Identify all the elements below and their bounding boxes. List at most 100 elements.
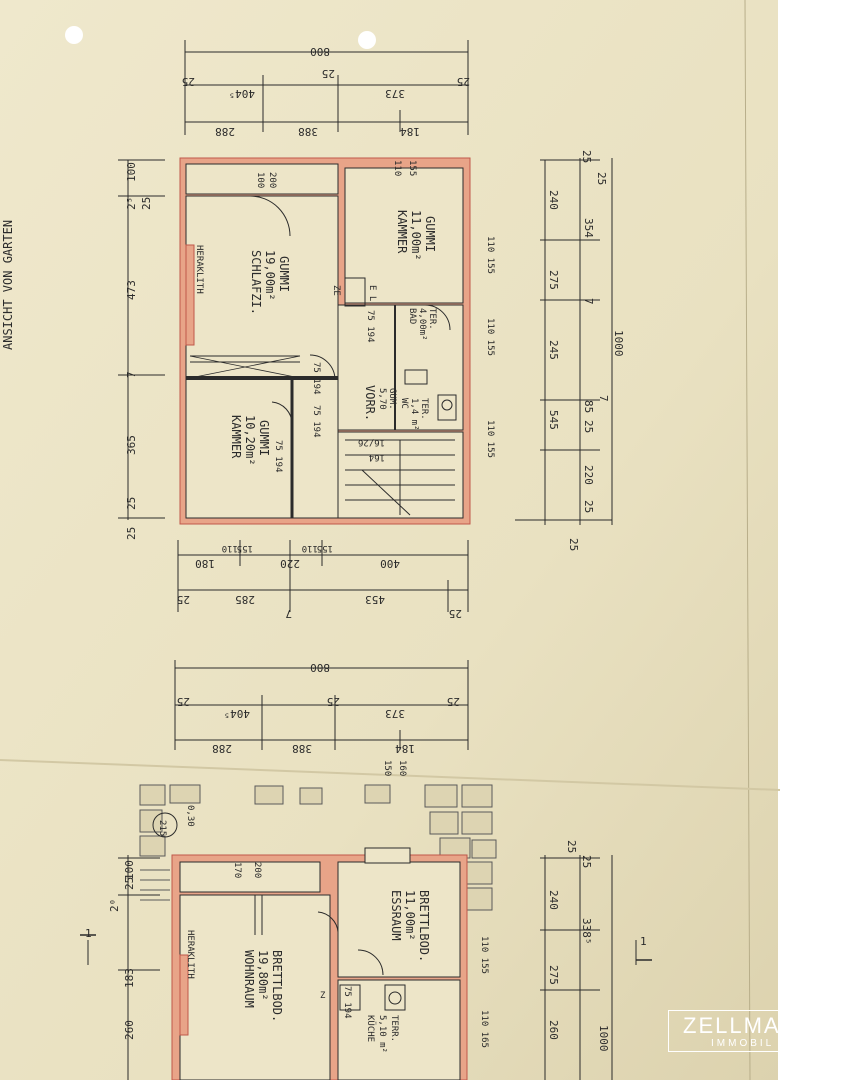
svg-text:110 165: 110 165 bbox=[479, 1010, 489, 1048]
svg-text:155: 155 bbox=[407, 160, 417, 176]
sheet-fold-line bbox=[744, 0, 751, 1081]
svg-text:260: 260 bbox=[123, 1020, 136, 1040]
svg-text:19,00m²: 19,00m² bbox=[263, 250, 277, 301]
svg-text:240: 240 bbox=[547, 190, 560, 210]
svg-text:1000: 1000 bbox=[597, 1025, 610, 1052]
svg-text:0,30: 0,30 bbox=[185, 805, 195, 827]
lower-total-width: 800 bbox=[310, 661, 330, 674]
svg-text:25: 25 bbox=[447, 695, 460, 708]
svg-text:GUM.: GUM. bbox=[387, 388, 397, 410]
svg-text:25: 25 bbox=[177, 695, 190, 708]
svg-text:25: 25 bbox=[125, 527, 138, 540]
room-kammer-upper-left: KAMMER 10,20m² GUMMI bbox=[229, 415, 271, 466]
room-essraum: ESSRAUM 11,00m² BRETTLBOD. bbox=[389, 890, 431, 962]
svg-text:25: 25 bbox=[457, 75, 470, 88]
svg-text:75 194: 75 194 bbox=[311, 362, 321, 395]
svg-text:200: 200 bbox=[267, 172, 277, 188]
svg-text:110: 110 bbox=[392, 160, 402, 176]
room-kueche: KÜCHE 5,10 m² TERR. bbox=[365, 1015, 399, 1053]
svg-text:388: 388 bbox=[292, 742, 312, 755]
lower-plan-dimensions: 800 25 404⁵ 25 373 25 288 388 184 150 16… bbox=[85, 661, 647, 1052]
svg-text:10,20m²: 10,20m² bbox=[243, 415, 257, 466]
svg-text:25: 25 bbox=[580, 150, 593, 163]
room-bad: BAD 4,00m² TER. bbox=[407, 308, 437, 341]
svg-text:275: 275 bbox=[547, 965, 560, 985]
svg-text:85: 85 bbox=[582, 400, 595, 413]
svg-text:25: 25 bbox=[177, 593, 190, 606]
svg-text:25: 25 bbox=[582, 500, 595, 513]
svg-text:150: 150 bbox=[382, 760, 392, 776]
svg-text:1,4 m²: 1,4 m² bbox=[409, 398, 419, 431]
svg-text:11,00m²: 11,00m² bbox=[403, 890, 417, 941]
paper-crease bbox=[0, 759, 781, 791]
svg-text:373: 373 bbox=[385, 707, 405, 720]
svg-text:110: 110 bbox=[222, 543, 238, 553]
svg-text:2⁰: 2⁰ bbox=[108, 899, 121, 912]
svg-text:75 194: 75 194 bbox=[273, 440, 283, 473]
upper-floor-plan bbox=[118, 40, 613, 612]
svg-text:75 194: 75 194 bbox=[342, 986, 352, 1019]
svg-text:160: 160 bbox=[397, 760, 407, 776]
svg-text:184: 184 bbox=[400, 125, 420, 138]
svg-text:GUMMI: GUMMI bbox=[423, 216, 437, 252]
svg-text:215: 215 bbox=[157, 820, 167, 836]
svg-text:338⁵: 338⁵ bbox=[580, 918, 593, 945]
svg-text:E L: E L bbox=[367, 285, 377, 301]
svg-text:WOHNRAUM: WOHNRAUM bbox=[242, 950, 256, 1008]
svg-text:KAMMER: KAMMER bbox=[229, 415, 243, 459]
stone-terrace bbox=[139, 784, 497, 911]
svg-text:WC: WC bbox=[399, 398, 409, 409]
svg-text:KÜCHE: KÜCHE bbox=[365, 1015, 376, 1042]
svg-text:4,00m²: 4,00m² bbox=[417, 308, 427, 341]
svg-text:25: 25 bbox=[327, 695, 340, 708]
page-margin bbox=[778, 0, 864, 1080]
svg-text:400: 400 bbox=[380, 557, 400, 570]
svg-text:5,70: 5,70 bbox=[377, 388, 387, 410]
svg-text:ESSRAUM: ESSRAUM bbox=[389, 890, 403, 941]
svg-text:373: 373 bbox=[385, 87, 405, 100]
company-watermark: ZELLMA IMMOBIL bbox=[668, 1010, 864, 1052]
upper-plan-dimensions: 800 25 404⁵ 25 373 25 288 388 184 110 15… bbox=[125, 45, 625, 620]
svg-text:1000: 1000 bbox=[612, 330, 625, 357]
watermark-line-1: ZELLMA bbox=[683, 1013, 781, 1038]
svg-text:GUMMI: GUMMI bbox=[277, 256, 291, 292]
svg-text:180: 180 bbox=[195, 557, 215, 570]
svg-text:110 155: 110 155 bbox=[479, 936, 489, 974]
svg-text:75 194: 75 194 bbox=[311, 405, 321, 438]
svg-text:453: 453 bbox=[365, 593, 385, 606]
room-vorraum: VORR. 5,70 GUM. bbox=[363, 385, 397, 421]
svg-text:1: 1 bbox=[640, 935, 647, 948]
svg-text:110 155: 110 155 bbox=[485, 318, 495, 356]
svg-text:TERR.: TERR. bbox=[389, 1015, 399, 1042]
svg-text:245: 245 bbox=[547, 340, 560, 360]
punch-hole-1 bbox=[65, 26, 83, 44]
svg-text:25: 25 bbox=[182, 75, 195, 88]
svg-text:170: 170 bbox=[232, 862, 242, 878]
svg-text:545: 545 bbox=[547, 410, 560, 430]
svg-text:404⁵: 404⁵ bbox=[229, 87, 256, 100]
svg-text:155: 155 bbox=[317, 543, 333, 553]
upper-plan-rooms: SCHLAFZI. 19,00m² GUMMI KAMMER 11,00m² G… bbox=[194, 172, 495, 473]
svg-text:2⁵: 2⁵ bbox=[125, 197, 138, 210]
svg-text:260: 260 bbox=[547, 1020, 560, 1040]
lower-floor-plan bbox=[80, 660, 652, 1081]
svg-text:KAMMER: KAMMER bbox=[395, 210, 409, 254]
svg-text:16/26: 16/26 bbox=[358, 437, 385, 447]
svg-text:240: 240 bbox=[547, 890, 560, 910]
room-schlafzimmer: SCHLAFZI. 19,00m² GUMMI bbox=[249, 250, 291, 315]
svg-text:BRETTLBOD.: BRETTLBOD. bbox=[270, 950, 284, 1022]
svg-text:220: 220 bbox=[582, 465, 595, 485]
svg-text:TER.: TER. bbox=[419, 398, 429, 420]
svg-text:25: 25 bbox=[322, 67, 335, 80]
svg-text:VORR.: VORR. bbox=[363, 385, 377, 421]
svg-text:11,00m²: 11,00m² bbox=[409, 210, 423, 261]
svg-text:BAD: BAD bbox=[407, 308, 417, 324]
lower-plan-rooms: WOHNRAUM 19,80m² BRETTLBOD. ESSRAUM 11,0… bbox=[157, 805, 489, 1053]
svg-text:220: 220 bbox=[280, 557, 300, 570]
svg-text:1: 1 bbox=[85, 927, 92, 940]
svg-text:473: 473 bbox=[125, 280, 138, 300]
svg-text:25: 25 bbox=[595, 172, 608, 185]
svg-text:5,10 m²: 5,10 m² bbox=[377, 1015, 387, 1053]
